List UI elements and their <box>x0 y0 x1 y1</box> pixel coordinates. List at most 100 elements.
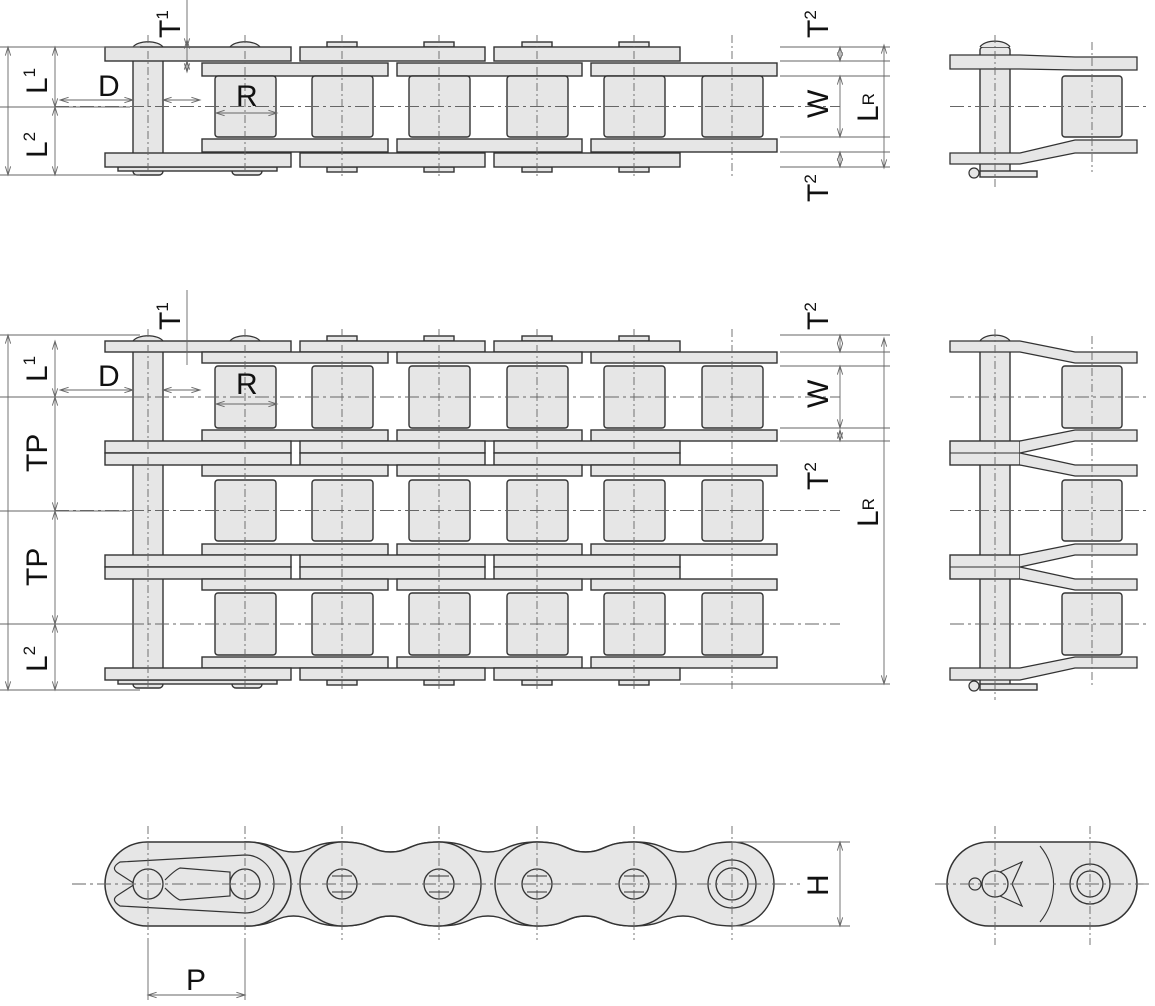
label-d-triple: D <box>98 360 120 393</box>
link-plate <box>1019 429 1138 454</box>
arrowhead <box>51 395 59 406</box>
arrowhead <box>836 917 844 928</box>
cotter-pin <box>979 170 1038 178</box>
arrowhead <box>268 109 279 117</box>
label-lr: LR <box>852 93 885 122</box>
arrowhead <box>880 336 888 347</box>
outer-plate <box>493 46 681 62</box>
middle-plate <box>299 452 486 466</box>
link-plate <box>1019 543 1138 568</box>
middle-plate <box>299 566 486 580</box>
outer-plate <box>299 46 486 62</box>
arrowhead <box>836 343 844 354</box>
label-t1-triple: T1 <box>153 302 187 330</box>
arrowhead <box>836 364 844 375</box>
middle-plate <box>104 440 292 454</box>
arrowhead <box>836 74 844 85</box>
inner-plate <box>396 656 583 669</box>
label-l2: L2 <box>20 132 54 158</box>
label-tp-2: TP <box>21 548 54 586</box>
inner-plate <box>201 429 389 442</box>
arrowhead <box>124 96 135 104</box>
arrowhead <box>161 386 172 394</box>
arrowhead <box>183 38 191 49</box>
inner-plate <box>396 62 583 77</box>
outer-plate <box>493 667 681 681</box>
inner-plate <box>201 578 389 591</box>
arrowhead <box>183 63 191 74</box>
middle-plate <box>493 554 681 568</box>
label-d: D <box>98 70 120 103</box>
arrowhead <box>836 432 844 443</box>
arrowhead <box>58 96 69 104</box>
arrowhead <box>836 333 844 344</box>
link-plate <box>1019 566 1138 591</box>
label-r: R <box>236 80 258 113</box>
link-plate <box>1019 452 1138 477</box>
inner-plate <box>590 351 778 364</box>
arrowhead <box>58 386 69 394</box>
cotter-loop <box>968 680 980 692</box>
arrowhead <box>51 681 59 692</box>
outer-plate <box>104 152 292 168</box>
arrowhead <box>51 509 59 520</box>
outer-plate <box>104 667 292 681</box>
arrowhead <box>836 419 844 430</box>
middle-plate <box>104 452 292 466</box>
inner-plate <box>201 138 389 153</box>
inner-plate <box>590 543 778 556</box>
outer-plate <box>299 340 486 353</box>
inner-plate <box>590 578 778 591</box>
label-tp-1: TP <box>21 434 54 472</box>
labels: T1 L1 L2 D R T2 W T2 LR T1 L1 D R TP TP … <box>20 10 885 997</box>
arrowhead <box>4 333 12 344</box>
arrowhead <box>51 339 59 350</box>
inner-plate <box>396 429 583 442</box>
outer-plate <box>493 340 681 353</box>
arrowhead <box>880 43 888 54</box>
label-t2-bottom: T2 <box>801 174 835 202</box>
arrowhead <box>4 166 12 177</box>
outer-plate <box>104 340 292 353</box>
arrowhead <box>836 840 844 851</box>
arrowhead <box>191 96 202 104</box>
middle-plate <box>104 554 292 568</box>
inner-plate <box>201 62 389 77</box>
inner-plate <box>590 464 778 477</box>
label-t2-bottom-triple: T2 <box>801 462 835 490</box>
arrowhead <box>880 159 888 170</box>
arrowhead <box>836 52 844 63</box>
inner-plate <box>201 543 389 556</box>
arrowhead <box>4 681 12 692</box>
arrowhead <box>146 991 157 999</box>
label-lr-triple: LR <box>852 498 885 527</box>
inner-plate <box>396 543 583 556</box>
outer-plate <box>493 152 681 168</box>
label-l2-triple: L2 <box>20 646 54 672</box>
label-h: H <box>802 874 835 896</box>
arrowhead <box>880 675 888 686</box>
label-t1: T1 <box>153 10 187 38</box>
chain-shapes <box>104 40 1138 927</box>
label-p: P <box>186 964 206 997</box>
inner-plate <box>396 351 583 364</box>
arrowhead <box>183 38 191 49</box>
inner-plate <box>201 464 389 477</box>
inner-plate <box>396 578 583 591</box>
middle-plate <box>493 566 681 580</box>
arrowhead <box>51 622 59 633</box>
arrowhead <box>191 386 202 394</box>
label-w: W <box>802 89 835 118</box>
arrowhead <box>836 128 844 139</box>
inner-plate <box>396 464 583 477</box>
label-l1-triple: L1 <box>20 356 54 382</box>
outer-plate <box>299 152 486 168</box>
label-l1: L1 <box>20 68 54 94</box>
link-plate <box>949 139 1138 165</box>
inner-plate <box>590 656 778 669</box>
inner-plate <box>201 656 389 669</box>
middle-plate <box>493 452 681 466</box>
middle-plate <box>104 566 292 580</box>
